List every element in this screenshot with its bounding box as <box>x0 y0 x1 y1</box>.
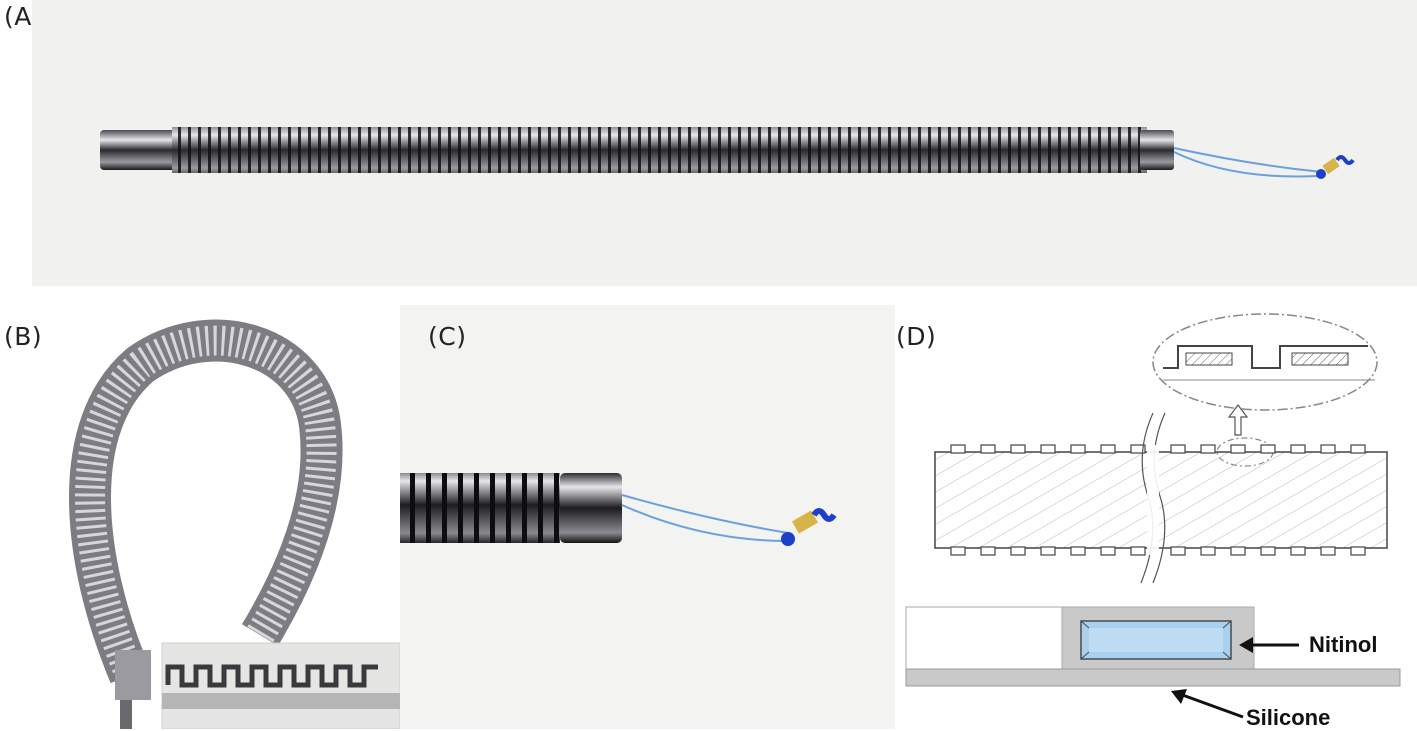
panel-d-label: (D) <box>896 322 937 351</box>
nitinol-callout: Nitinol <box>1309 632 1378 657</box>
panel-a-photo <box>32 0 1417 286</box>
left-arrow-icon <box>1171 689 1244 719</box>
left-arrow-icon <box>1239 637 1299 653</box>
flexible-ring-body <box>172 127 1147 173</box>
tube-cross-section <box>934 412 1388 584</box>
inset-closeup <box>161 642 400 729</box>
tube-end-cap-left <box>100 130 178 170</box>
panel-c-label: (C) <box>428 322 467 351</box>
gold-coil <box>1322 157 1340 175</box>
detail-magnifier <box>1152 313 1378 411</box>
suture-thread <box>1173 147 1323 178</box>
panel-b-label: (B) <box>4 322 43 351</box>
silicone-callout: Silicone <box>1246 705 1331 730</box>
panel-b-photo <box>60 305 400 729</box>
layer-schematic <box>905 606 1401 687</box>
panel-d-schematic: Nitinol Silicone <box>895 305 1417 730</box>
panel-c-photo <box>400 305 895 729</box>
tube-end-cap-right <box>1140 130 1174 170</box>
up-arrow-icon <box>1227 404 1249 436</box>
